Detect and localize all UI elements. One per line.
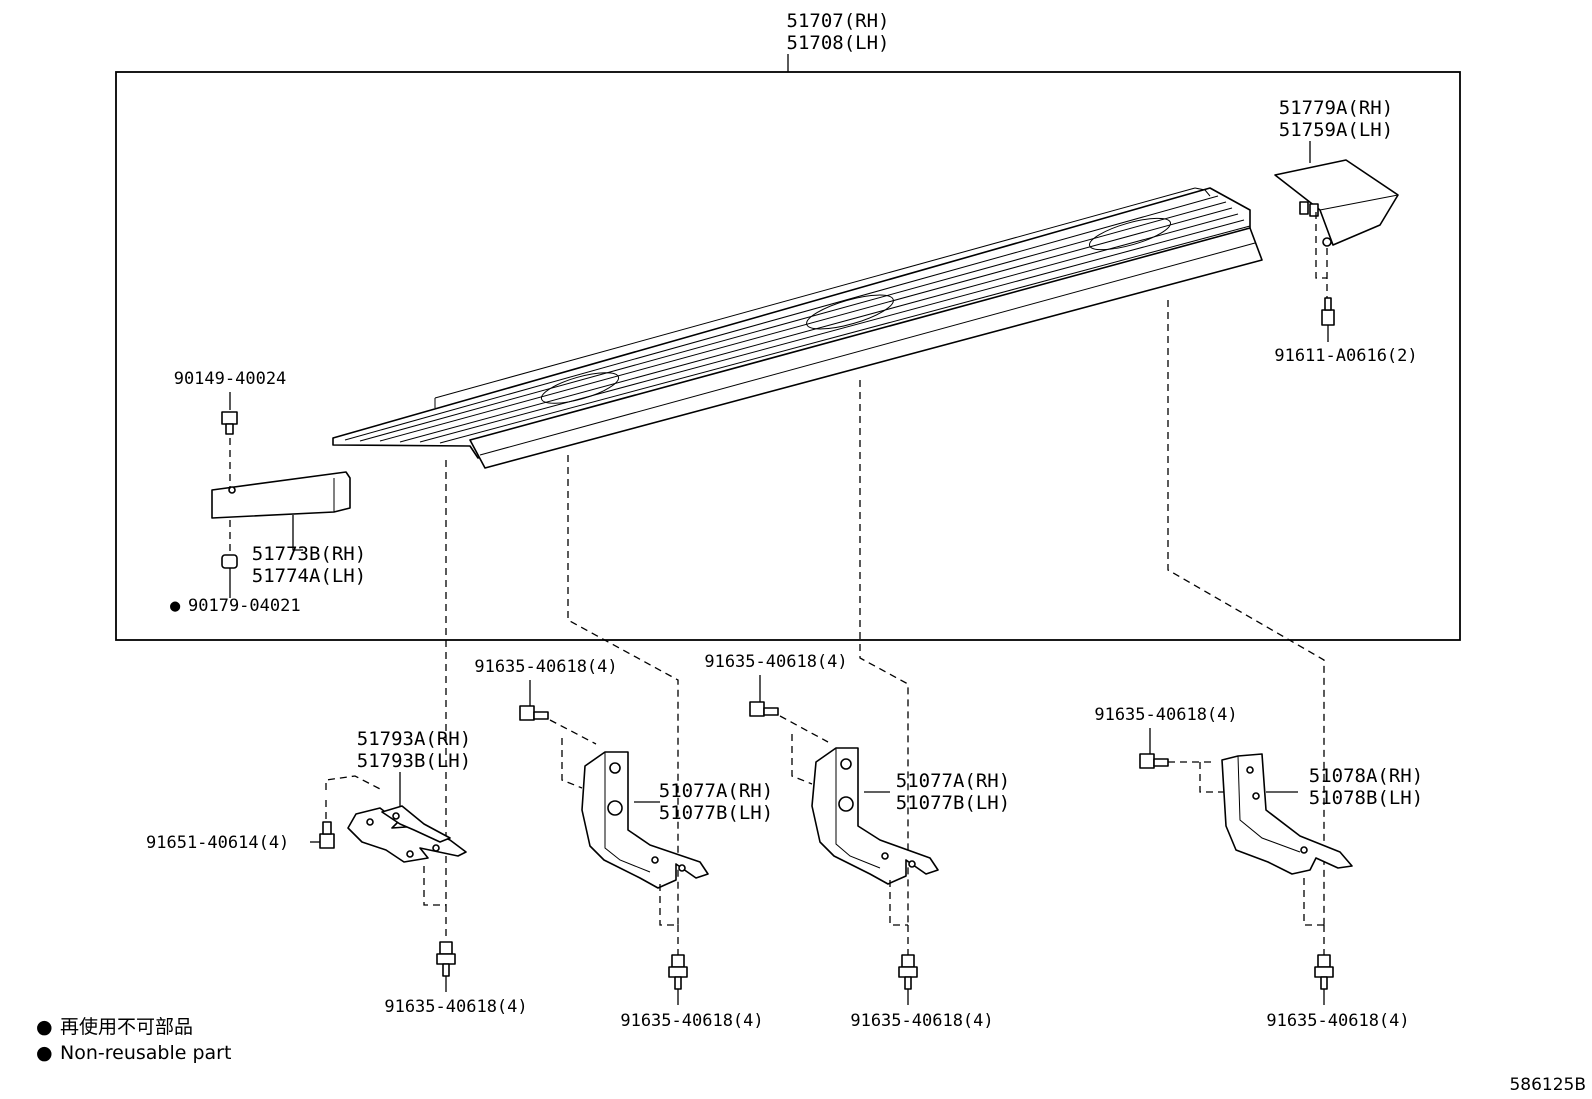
front-clip-label: 90149-40024	[174, 369, 287, 389]
front-end-cap-label-lh: 51774A(LH)	[252, 565, 366, 587]
dash-bracket-b	[567, 455, 679, 925]
bracket-b-bottom-bolt-icon	[668, 954, 688, 1005]
bracket-c-top-bolt-label: 91635-40618(4)	[704, 652, 847, 672]
rear-end-cap-label-lh: 51759A(LH)	[1279, 119, 1393, 141]
bracket-a-bottom-bolt-icon	[436, 941, 456, 992]
main-part-label-rh: 51707(RH)	[787, 10, 890, 32]
bracket-c-label-lh: 51077B(LH)	[896, 792, 1010, 814]
front-nut-marker: ●	[170, 596, 181, 616]
bracket-d-label-rh: 51078A(RH)	[1309, 765, 1423, 787]
front-nut-icon	[221, 554, 238, 598]
bracket-a-side-bolt-icon	[310, 821, 335, 849]
bracket-b-top-bolt-label: 91635-40618(4)	[474, 657, 617, 677]
main-part-label-lh: 51708(LH)	[787, 32, 890, 54]
bracket-a: 51793A(RH) 51793B(LH)	[325, 728, 471, 940]
bracket-c	[779, 715, 939, 955]
bracket-c-label-rh: 51077A(RH)	[896, 770, 1010, 792]
bracket-a-label-lh: 51793B(LH)	[357, 750, 471, 772]
bracket-b	[549, 719, 709, 955]
bracket-b-top-bolt-icon	[519, 680, 549, 721]
bracket-b-label-rh: 51077A(RH)	[659, 780, 773, 802]
rear-end-cap: 51779A(RH) 51759A(LH)	[1274, 97, 1399, 298]
assembly-frame	[115, 71, 1461, 641]
rear-screw-icon	[1321, 297, 1335, 342]
bracket-d-bottom-bolt-label: 91635-40618(4)	[1266, 1011, 1409, 1031]
front-end-cap-label-rh: 51773B(RH)	[252, 543, 366, 565]
bracket-a-side-bolt-label: 91651-40614(4)	[146, 833, 289, 853]
diagram-code: 586125B	[1509, 1075, 1586, 1095]
front-clip-icon	[221, 392, 238, 435]
front-nut-label: 90179-04021	[188, 596, 301, 616]
rear-screw-label: 91611-A0616(2)	[1274, 346, 1417, 366]
legend-text-jp: 再使用不可部品	[60, 1016, 193, 1038]
bracket-d-label-lh: 51078B(LH)	[1309, 787, 1423, 809]
legend-text-en: Non-reusable part	[60, 1042, 231, 1064]
bracket-d	[1168, 753, 1353, 955]
bracket-a-label-rh: 51793A(RH)	[357, 728, 471, 750]
rear-end-cap-label-rh: 51779A(RH)	[1279, 97, 1393, 119]
bracket-c-top-bolt-icon	[749, 675, 779, 717]
bracket-d-top-bolt-label: 91635-40618(4)	[1094, 705, 1237, 725]
legend-marker-jp: ●	[36, 1016, 53, 1038]
dash-bracket-c	[859, 380, 909, 925]
bracket-b-bottom-bolt-label: 91635-40618(4)	[620, 1011, 763, 1031]
dash-bracket-d	[1167, 300, 1325, 925]
bracket-c-bottom-bolt-icon	[898, 954, 918, 1005]
bracket-b-label-lh: 51077B(LH)	[659, 802, 773, 824]
legend-marker-en: ●	[36, 1042, 53, 1064]
bracket-d-bottom-bolt-icon	[1314, 954, 1334, 1005]
running-board-step	[332, 187, 1263, 469]
front-end-cap	[211, 471, 351, 551]
bracket-d-top-bolt-icon	[1139, 728, 1169, 769]
bracket-c-bottom-bolt-label: 91635-40618(4)	[850, 1011, 993, 1031]
bracket-a-bottom-bolt-label: 91635-40618(4)	[384, 997, 527, 1017]
